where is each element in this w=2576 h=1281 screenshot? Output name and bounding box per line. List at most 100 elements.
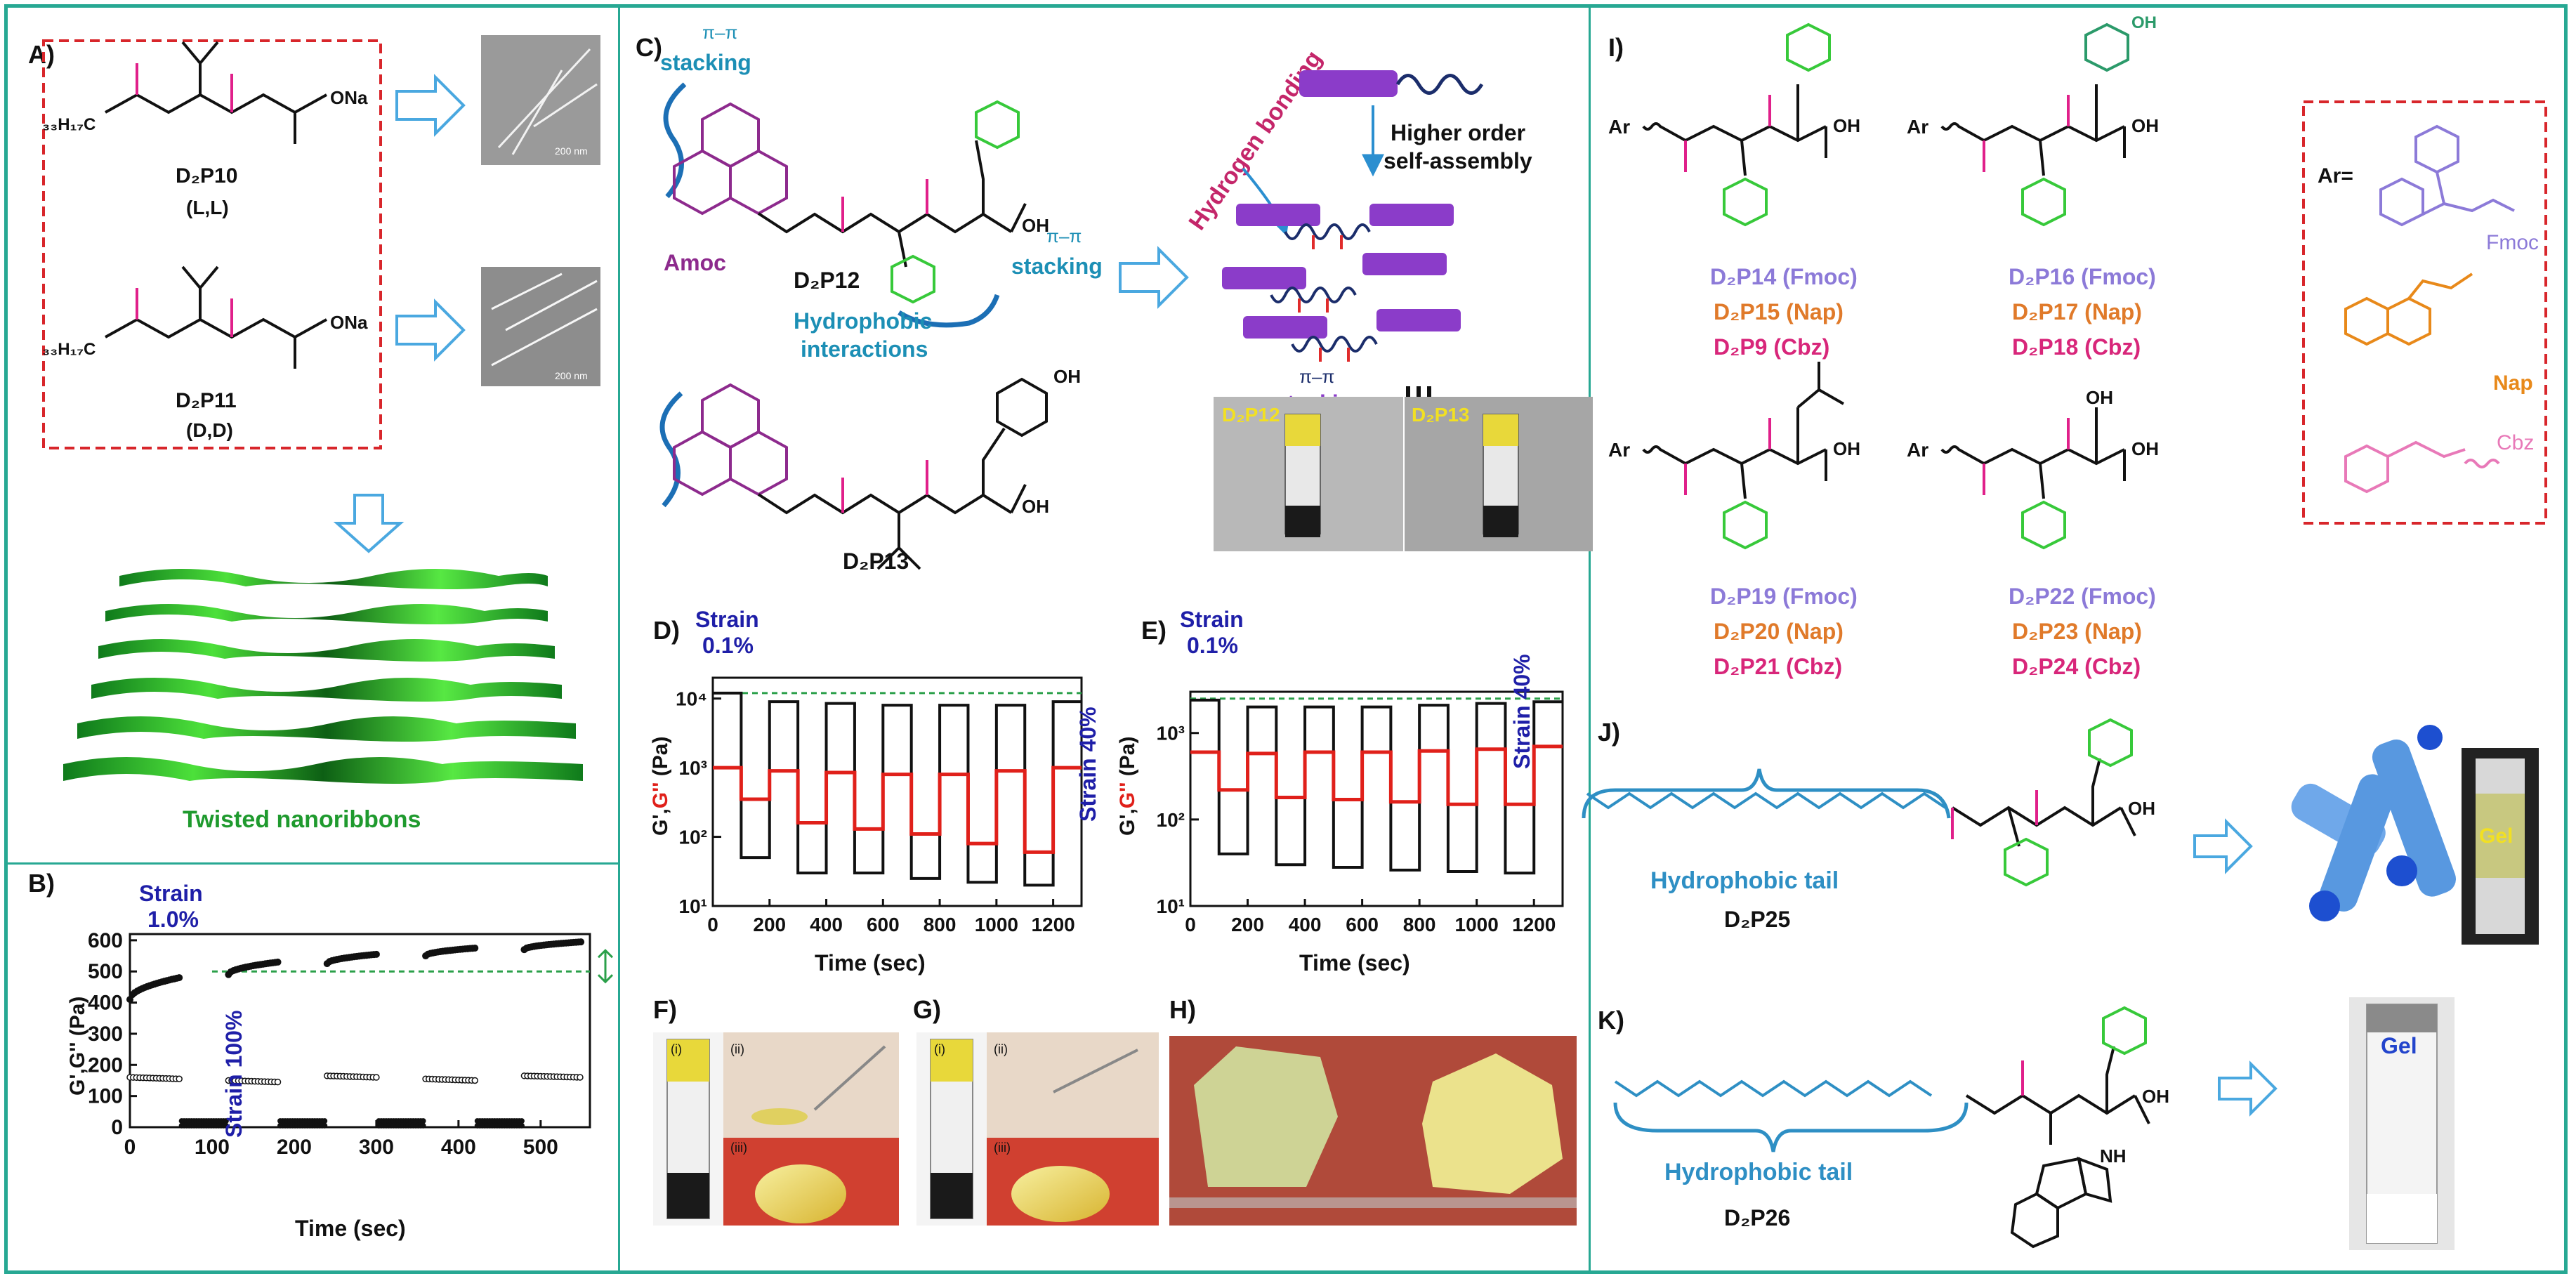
i-side-leu bbox=[1796, 362, 1844, 409]
i-backbone bbox=[1940, 122, 2125, 143]
chart-e-xtick-label: 0 bbox=[1185, 914, 1196, 935]
chart-b-gprime-point bbox=[577, 938, 585, 946]
j-phe2 bbox=[2004, 837, 2049, 887]
i-g1-nap: D₂P15 (Nap) bbox=[1714, 299, 1844, 324]
d2p12-oh: OH bbox=[1022, 215, 1049, 236]
i-ser-oh: OH bbox=[2086, 387, 2113, 408]
k-oh: OH bbox=[2142, 1086, 2169, 1107]
arrow-a-down bbox=[333, 494, 405, 553]
chart-e-series-gdprime bbox=[1190, 744, 1563, 806]
j-brace bbox=[1582, 768, 1951, 819]
c-pi1: π–π bbox=[702, 22, 737, 43]
d2p11-chain: ₃₃H₁₇C bbox=[42, 340, 96, 359]
chart-b-xtick-label: 400 bbox=[441, 1136, 476, 1159]
d2p11-config: (D,D) bbox=[186, 419, 233, 441]
nap-structure bbox=[2344, 272, 2473, 346]
k-gel-label: Gel bbox=[2381, 1033, 2417, 1058]
k-brace bbox=[1613, 1102, 1969, 1152]
needle-g bbox=[1053, 1049, 1138, 1093]
chart-b-ylabel: G',G'' (Pa) bbox=[66, 997, 89, 1096]
c-brace3 bbox=[659, 391, 683, 508]
panel-e-label: E) bbox=[1141, 616, 1167, 645]
c-interactions: interactions bbox=[801, 336, 928, 362]
c-rod-top bbox=[1299, 70, 1398, 97]
chart-b-gprime-point bbox=[176, 974, 183, 982]
i-ar-label: Ar bbox=[1608, 116, 1630, 138]
chart-d-xtick-label: 1000 bbox=[975, 914, 1018, 935]
i-backbone bbox=[1642, 445, 1827, 466]
gel-g bbox=[1011, 1166, 1110, 1222]
c-brace2 bbox=[898, 294, 1000, 328]
panel-i-label: I) bbox=[1608, 33, 1624, 62]
d2p12-name: D₂P12 bbox=[794, 268, 860, 293]
i-oh-label: OH bbox=[2131, 115, 2159, 136]
i-ar-label: Ar bbox=[1608, 439, 1630, 461]
f-iii: (iii) bbox=[730, 1141, 747, 1155]
i-backbone bbox=[1642, 122, 1827, 143]
d2p13-tyr-oh: OH bbox=[1053, 366, 1081, 387]
panel-b-label: B) bbox=[28, 869, 55, 898]
i-tyr-oh: OH bbox=[2131, 13, 2157, 32]
c-chain-top bbox=[1395, 74, 1484, 95]
arrow-j bbox=[2193, 818, 2253, 874]
divider-ab bbox=[7, 862, 619, 865]
arrow-a2 bbox=[395, 298, 466, 362]
cbz-label: Cbz bbox=[2497, 431, 2534, 454]
i-g3-cbz: D₂P21 (Cbz) bbox=[1714, 654, 1842, 679]
i-alpha-bond bbox=[1740, 140, 1747, 176]
chart-b-gdprime-point bbox=[577, 1074, 584, 1081]
chart-d-series-gprime bbox=[713, 691, 1082, 887]
i-alpha-bond bbox=[2039, 140, 2045, 176]
i-g3-fmoc: D₂P19 (Fmoc) bbox=[1710, 584, 1858, 609]
i-g2-fmoc: D₂P16 (Fmoc) bbox=[2009, 264, 2156, 289]
chart-b-gprime-point bbox=[372, 950, 380, 958]
chart-b-ytick-label: 400 bbox=[88, 992, 123, 1015]
chart-e-ytick-label: 10² bbox=[1157, 809, 1185, 831]
i-alpha-bond bbox=[2039, 463, 2045, 499]
chart-e-series-gprime bbox=[1190, 698, 1563, 875]
d2p13-name: D₂P13 bbox=[843, 548, 909, 574]
chart-d-ytick-label: 10¹ bbox=[679, 895, 707, 917]
sem-fibers-2 bbox=[491, 272, 598, 367]
i-phe-ring bbox=[2021, 177, 2066, 227]
c-brace1 bbox=[663, 82, 687, 199]
chart-e-strain-value: 0.1% bbox=[1187, 633, 1238, 658]
j-phe1 bbox=[2088, 718, 2133, 768]
i-phe-ring bbox=[2021, 500, 2066, 550]
chart-b-gdprime-point bbox=[373, 1074, 380, 1081]
chart-d-strain: Strain bbox=[695, 607, 759, 632]
i-g1-cbz: D₂P9 (Cbz) bbox=[1714, 334, 1829, 360]
i-g2-cbz: D₂P18 (Cbz) bbox=[2012, 334, 2141, 360]
chart-e-ytick-label: 10¹ bbox=[1157, 895, 1185, 917]
chart-e-strain: Strain bbox=[1180, 607, 1244, 632]
j-micelle-rods bbox=[2291, 725, 2457, 921]
d2p13-backbone bbox=[757, 427, 1027, 570]
chart-d-ylabel: G',G'' (Pa) bbox=[649, 737, 672, 836]
sem-scale-1: 200 nm bbox=[555, 145, 588, 157]
chart-e-xtick-label: 200 bbox=[1231, 914, 1264, 935]
chart-b-gdprime-point bbox=[471, 1077, 478, 1084]
c-stacking2: stacking bbox=[1011, 254, 1103, 279]
i-oh-label: OH bbox=[2131, 438, 2159, 459]
d2p10-name: D₂P10 bbox=[176, 164, 237, 188]
d2p12-phe1 bbox=[975, 100, 1020, 150]
i-g1-fmoc: D₂P14 (Fmoc) bbox=[1710, 264, 1858, 289]
sem-fibers-1 bbox=[497, 48, 598, 155]
chart-b-ytick-label: 600 bbox=[88, 929, 123, 952]
chart-e-ytick-label: 10³ bbox=[1157, 723, 1185, 744]
chart-b-high-strain-point bbox=[322, 1122, 328, 1129]
twisted-nanoribbons bbox=[63, 569, 583, 784]
tem-label-d2p12: D₂P12 bbox=[1222, 404, 1280, 426]
chart-d-xtick-label: 400 bbox=[810, 914, 843, 935]
divider-left bbox=[618, 7, 620, 1271]
chart-e-xtick-label: 600 bbox=[1346, 914, 1379, 935]
chart-b-high-strain-point bbox=[518, 1122, 525, 1129]
arrow-a1 bbox=[395, 74, 466, 137]
chart-b-ytick-label: 500 bbox=[88, 960, 123, 983]
needle-f bbox=[813, 1045, 886, 1111]
chart-e-xlabel: Time (sec) bbox=[1299, 950, 1410, 975]
i-g2-nap: D₂P17 (Nap) bbox=[2012, 299, 2142, 324]
